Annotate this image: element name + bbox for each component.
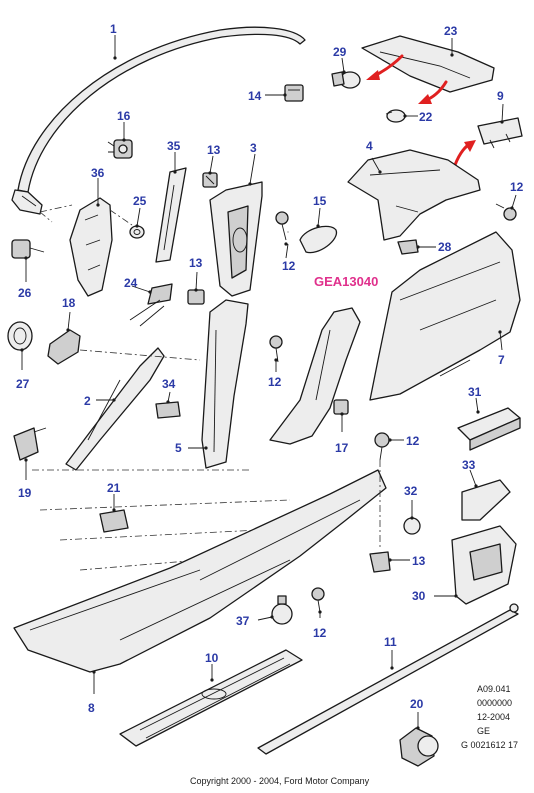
part-3-b-pillar-upper — [209, 181, 263, 297]
part-27-grommet — [7, 321, 33, 351]
part-30-storage-pocket — [451, 525, 517, 605]
callout-31: 31 — [468, 385, 482, 399]
part-12-screw-b — [495, 203, 517, 221]
callout-1: 1 — [110, 22, 117, 36]
part-24-bracket — [129, 283, 173, 327]
callout-27: 27 — [16, 377, 30, 391]
part-8-sill-trim — [13, 469, 387, 673]
part-5-b-pillar-lower — [201, 299, 249, 469]
part-10-scuff-plate — [119, 649, 303, 747]
callout-35: 35 — [167, 139, 181, 153]
callout-14: 14 — [248, 89, 262, 103]
drawing-info-line5: G 0021612 17 — [461, 740, 518, 750]
callout-29: 29 — [333, 45, 347, 59]
part-37-push-pin — [271, 595, 293, 625]
callout-18: 18 — [62, 296, 76, 310]
callout-12d: 12 — [313, 626, 327, 640]
callout-12e: 12 — [406, 434, 420, 448]
callout-3: 3 — [250, 141, 257, 155]
part-12-screw-e — [374, 432, 390, 461]
part-12-screw-c — [269, 335, 283, 363]
part-28-clip — [397, 239, 419, 255]
part-2-a-pillar-lower — [65, 347, 165, 471]
part-4-quarter-trim-upper — [347, 149, 481, 241]
callout-9: 9 — [497, 89, 504, 103]
drawing-info-line3: 12-2004 — [477, 712, 510, 722]
part-12-screw-d — [311, 587, 325, 613]
callout-7: 7 — [498, 353, 505, 367]
part-32-grommet — [403, 517, 421, 535]
callout-36: 36 — [91, 166, 105, 180]
part-16-clip — [107, 139, 133, 159]
part-7-quarter-trim-lower — [369, 231, 521, 401]
reference-label: GEA13040 — [314, 274, 378, 289]
part-21-clip — [99, 509, 129, 533]
part-13-clip-lower — [369, 551, 391, 573]
part-19-clip — [13, 427, 47, 461]
part-26-screw — [11, 239, 45, 259]
part-34-clip — [155, 401, 181, 419]
callout-32: 32 — [404, 484, 418, 498]
part-6-sail-trim — [269, 307, 361, 445]
drawing-info-line4: GE — [477, 726, 490, 736]
part-9-cover — [477, 117, 523, 149]
part-15-cap — [299, 225, 337, 254]
callout-23: 23 — [444, 24, 458, 38]
callout-12c: 12 — [268, 375, 282, 389]
part-20-clip — [399, 727, 439, 767]
callout-21: 21 — [107, 481, 121, 495]
drawing-info: A09.041 0000000 12-2004 GE G 0021612 17 — [461, 684, 518, 750]
callout-15: 15 — [313, 194, 327, 208]
callout-17: 17 — [335, 441, 349, 455]
drawing-info-line2: 0000000 — [477, 698, 512, 708]
callout-4: 4 — [366, 139, 373, 153]
part-18-clip — [47, 329, 81, 365]
callout-12a: 12 — [282, 259, 296, 273]
part-14-clip — [284, 84, 304, 102]
part-31-connector — [457, 407, 521, 451]
callout-13a: 13 — [207, 143, 221, 157]
copyright-text: Copyright 2000 - 2004, Ford Motor Compan… — [190, 776, 370, 786]
part-17-clip — [333, 399, 349, 415]
part-36-bracket — [69, 197, 133, 297]
callout-19: 19 — [18, 486, 32, 500]
drawing-info-line1: A09.041 — [477, 684, 511, 694]
callout-30: 30 — [412, 589, 426, 603]
part-23-panel — [361, 35, 495, 93]
callout-37: 37 — [236, 614, 250, 628]
callout-2: 2 — [84, 394, 91, 408]
callout-20: 20 — [410, 697, 424, 711]
part-25-grommet — [129, 225, 145, 239]
callout-25: 25 — [133, 194, 147, 208]
part-13-clip-upper — [202, 172, 218, 188]
callout-22: 22 — [419, 110, 433, 124]
callout-8: 8 — [88, 701, 95, 715]
part-29-push-pin — [331, 71, 361, 89]
part-11-weatherstrip — [257, 603, 519, 755]
callout-34: 34 — [162, 377, 176, 391]
callout-5: 5 — [175, 441, 182, 455]
callout-16: 16 — [117, 109, 131, 123]
callout-33: 33 — [462, 458, 476, 472]
part-1-roof-rail-trim — [11, 26, 306, 223]
part-22-clip — [385, 109, 406, 123]
part-13-clip-middle — [187, 289, 205, 305]
callout-10: 10 — [205, 651, 219, 665]
part-35-strip — [155, 167, 187, 263]
callout-12b: 12 — [510, 180, 524, 194]
part-12-screw-a — [275, 211, 289, 241]
part-33-bin — [461, 479, 511, 521]
callout-13b: 13 — [189, 256, 203, 270]
callout-28: 28 — [438, 240, 452, 254]
callout-11: 11 — [384, 635, 397, 649]
callout-26: 26 — [18, 286, 32, 300]
callout-24: 24 — [124, 276, 138, 290]
callout-13c: 13 — [412, 554, 426, 568]
